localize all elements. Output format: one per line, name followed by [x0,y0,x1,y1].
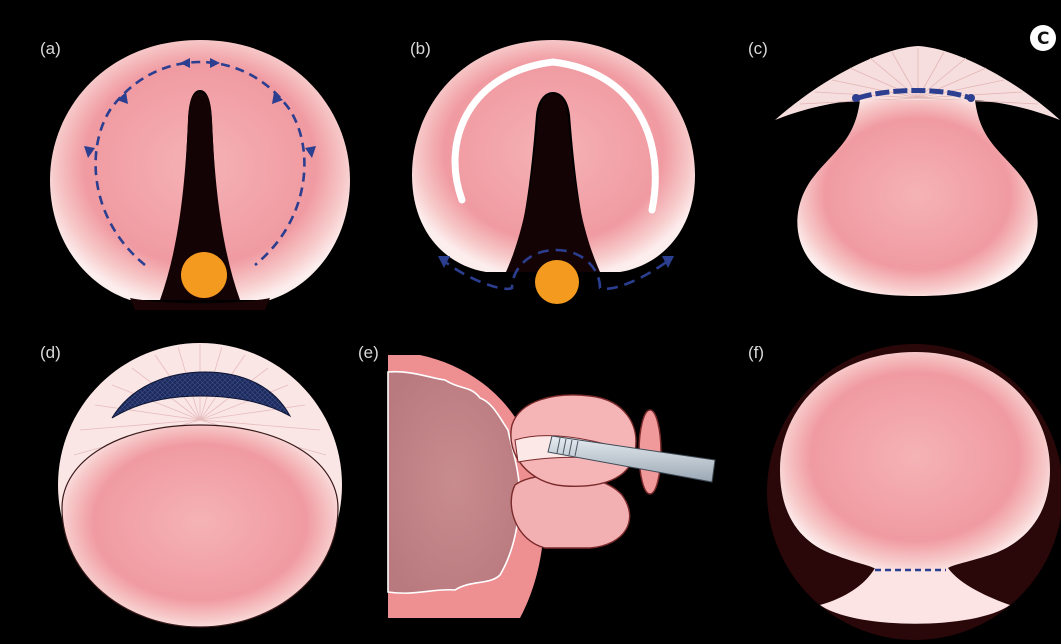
panel-c-suture-end-left [852,94,860,102]
panel-f-tissue [780,352,1050,570]
panel-d-label: (d) [40,343,61,362]
panel-c-label: (c) [748,39,768,58]
badge: C [1030,25,1056,51]
panel-b-label: (b) [410,39,431,58]
panel-b-nodule [535,260,579,304]
badge-text: C [1037,29,1049,49]
panel-f-label: (f) [748,343,764,362]
panel-e-label: (e) [358,343,379,362]
panel-a-nodule [181,252,227,298]
panel-a-label: (a) [40,39,61,58]
panel-c-suture-end-right [967,94,975,102]
